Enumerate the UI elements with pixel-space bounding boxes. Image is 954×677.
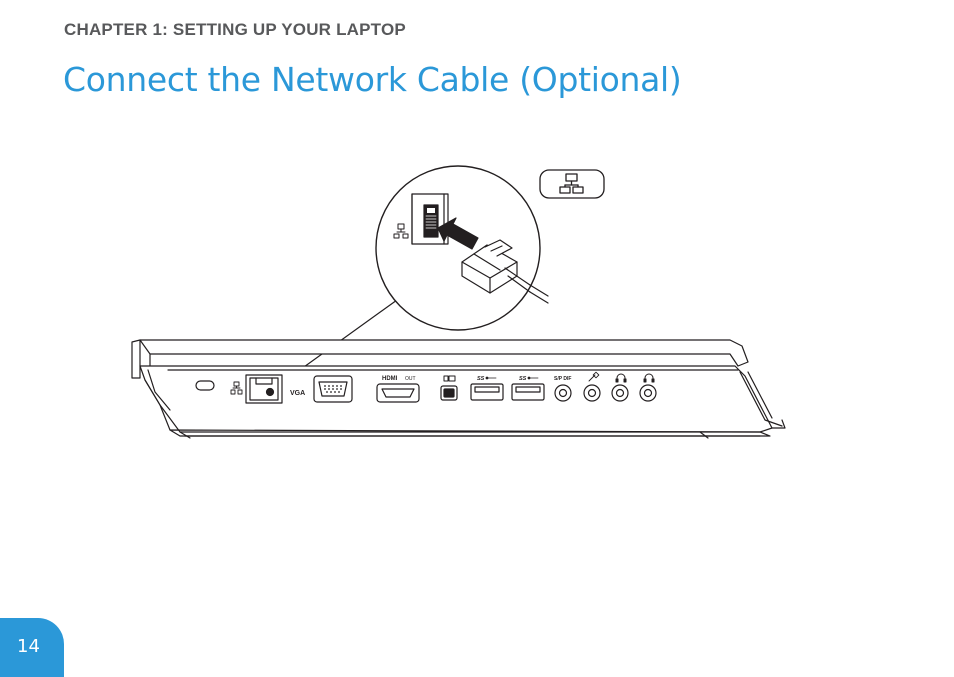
microphone-icon [588,371,600,382]
magnifier-circle [375,165,549,331]
usb3-label-b: SS [519,376,527,382]
spdif-jack [554,384,572,402]
laptop-body [131,339,786,439]
hdmi-out-label: OUT [405,376,416,382]
vga-port [313,375,353,403]
network-icon [230,381,243,395]
usb3-port-b [511,383,545,401]
network-icon [559,173,584,194]
chapter-heading: CHAPTER 1: SETTING UP YOUR LAPTOP [64,20,406,39]
headphone-jack-2 [639,384,657,402]
vga-label: VGA [290,390,305,397]
network-cable-plug-icon [461,239,549,304]
usb3-label-a: SS [477,376,485,382]
mini-displayport-port [440,385,458,401]
network-icon [393,223,409,239]
security-lock-slot-icon [195,380,215,391]
headphone-icon [643,373,655,383]
network-icon-badge [539,169,605,199]
headphone-icon [615,373,627,383]
spdif-label: S/P DIF [554,376,571,382]
usb3-port-a [470,383,504,401]
ethernet-port [245,374,283,404]
hdmi-label: HDMI [382,376,398,382]
arrow-icon [437,217,479,250]
microphone-jack [583,384,601,402]
mini-displayport-icon [443,375,456,382]
usb-icon [527,376,539,380]
usb-icon [485,376,497,380]
page-title: Connect the Network Cable (Optional) [63,60,682,99]
headphone-jack-1 [611,384,629,402]
page-number-tab: 14 [0,618,64,677]
page-number: 14 [17,636,40,657]
hdmi-port [376,383,420,403]
